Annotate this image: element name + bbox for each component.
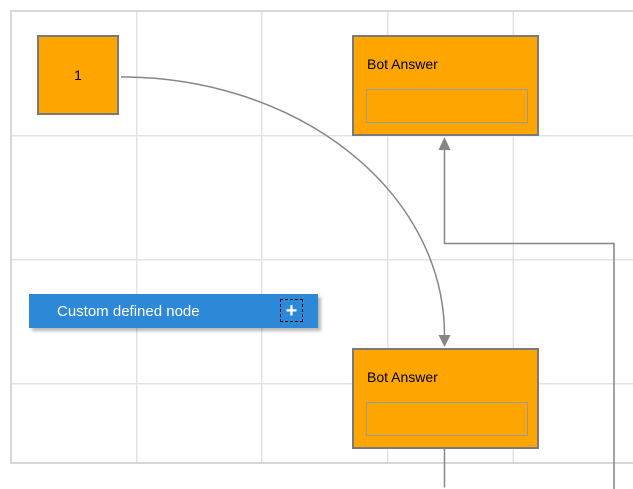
grid-border [10, 10, 633, 464]
bot-answer-input-box[interactable] [366, 402, 528, 436]
custom-defined-node-label: Custom defined node [57, 302, 200, 320]
connector-curve-start-to-bot-answer-bottom[interactable] [120, 76, 451, 347]
plus-icon[interactable]: + [280, 299, 303, 322]
node-title: Bot Answer [367, 369, 438, 385]
node-start[interactable]: 1 [37, 35, 119, 115]
arrowhead-down-icon [438, 335, 451, 347]
custom-defined-node-button[interactable]: Custom defined node + [29, 294, 318, 328]
connector-loopback-to-bot-answer-top[interactable] [438, 137, 615, 489]
node-title: Bot Answer [367, 56, 438, 72]
arrowhead-up-icon [438, 137, 451, 150]
node-bot-answer-bottom[interactable]: Bot Answer [352, 348, 539, 449]
node-bot-answer-top[interactable]: Bot Answer [352, 35, 539, 136]
node-start-label: 1 [74, 67, 82, 83]
bot-answer-input-box[interactable] [366, 89, 528, 123]
